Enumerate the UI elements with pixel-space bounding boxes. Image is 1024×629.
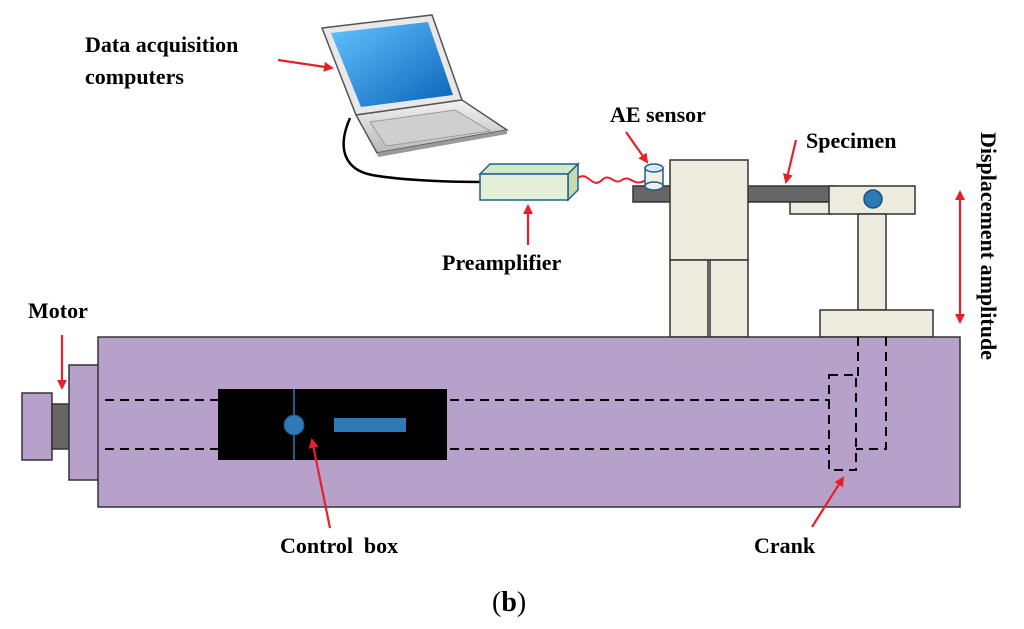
motor-unit bbox=[21, 364, 100, 481]
control-box bbox=[218, 389, 447, 460]
label-data-acquisition: Data acquisition bbox=[85, 32, 238, 57]
control-slot bbox=[334, 418, 406, 432]
preamplifier-box bbox=[478, 162, 580, 202]
label-crank: Crank bbox=[754, 533, 816, 558]
control-knob bbox=[283, 414, 305, 436]
caption-letter: b bbox=[501, 587, 517, 618]
ae-sensor-icon bbox=[644, 163, 664, 191]
label-motor: Motor bbox=[28, 298, 88, 323]
pivot-pin bbox=[863, 189, 883, 209]
laptop-icon bbox=[320, 14, 509, 157]
figure-caption: (b) bbox=[492, 587, 526, 618]
label-computers: computers bbox=[85, 64, 184, 89]
arrow-ae-sensor bbox=[625, 131, 649, 164]
caption-close: ) bbox=[517, 587, 526, 618]
laptop-cable bbox=[342, 117, 485, 184]
fixed-stand bbox=[669, 159, 749, 338]
label-preamplifier: Preamplifier bbox=[442, 250, 562, 275]
label-displacement-amplitude: Displacement amplitude bbox=[976, 132, 1001, 360]
arrow-computers bbox=[277, 58, 334, 72]
crank-rod-assembly bbox=[789, 185, 934, 338]
label-control-box: Control box bbox=[280, 533, 398, 558]
arrow-specimen bbox=[782, 139, 798, 184]
arrow-control-box bbox=[308, 438, 332, 529]
caption-open: ( bbox=[492, 587, 501, 618]
arrow-crank bbox=[811, 476, 845, 528]
signal-wire bbox=[577, 175, 647, 184]
label-specimen: Specimen bbox=[806, 128, 896, 153]
label-ae-sensor: AE sensor bbox=[610, 102, 706, 127]
annotation-arrows bbox=[57, 58, 965, 529]
